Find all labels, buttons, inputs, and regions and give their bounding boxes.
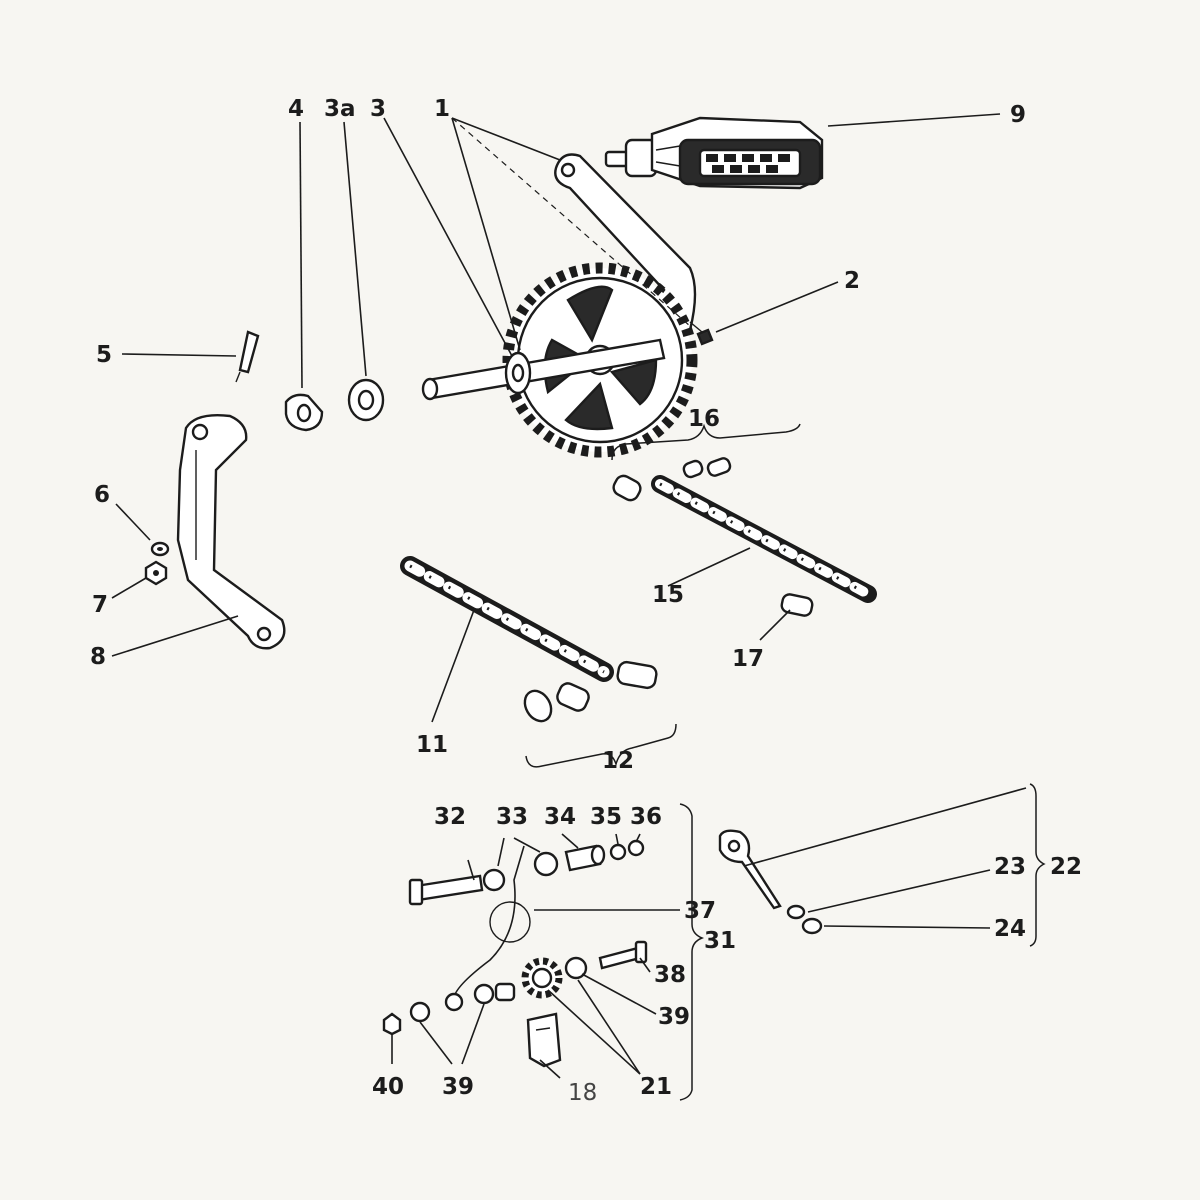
label-11: 11: [416, 732, 448, 758]
label-4: 4: [288, 96, 304, 122]
label-8: 8: [90, 644, 106, 670]
label-7: 7: [92, 592, 108, 618]
connecting-link: [780, 593, 814, 617]
label-18: 18: [568, 1080, 597, 1106]
tensioner-bolt: [408, 874, 484, 906]
label-12: 12: [602, 748, 634, 774]
label-39-left: 39: [442, 1074, 474, 1100]
washer: [150, 541, 170, 557]
label-2: 2: [844, 268, 860, 294]
label-3: 3: [370, 96, 386, 122]
bearing-cup: [347, 378, 385, 422]
tensioner-bracket: [526, 1012, 562, 1068]
tensioner-sprocket: [473, 956, 588, 1005]
bearing-cone: [284, 393, 324, 432]
cotter-pin: [689, 321, 714, 346]
label-22: 22: [1050, 854, 1082, 880]
label-37: 37: [684, 898, 716, 924]
tensioner-washers: [482, 851, 559, 892]
crank-cotter: [235, 330, 260, 383]
label-3a: 3a: [324, 96, 356, 122]
label-38: 38: [654, 962, 686, 988]
pedal: [604, 116, 824, 190]
label-23: 23: [994, 854, 1026, 880]
label-31: 31: [704, 928, 736, 954]
tensioner-spring: [444, 845, 531, 1012]
label-39-right: 39: [658, 1004, 690, 1030]
label-17: 17: [732, 646, 764, 672]
part-labels: 9 1 3 3a 4 2 5 16 6 7 15 8 17 11 12 32 3…: [90, 96, 1082, 1106]
label-34: 34: [544, 804, 576, 830]
nut: [144, 560, 168, 586]
leader-lines: [111, 113, 1027, 1079]
label-5: 5: [96, 342, 112, 368]
label-40: 40: [372, 1074, 404, 1100]
label-35: 35: [590, 804, 622, 830]
group-brackets: [525, 423, 1046, 1101]
label-15: 15: [652, 582, 684, 608]
tensioner-sleeve: [564, 844, 606, 872]
chain-link-parts: [523, 660, 658, 723]
master-link: [612, 457, 732, 502]
chain-15: [651, 475, 877, 603]
tensioner-washers-lower: [382, 1001, 431, 1036]
label-9: 9: [1010, 102, 1026, 128]
label-32: 32: [434, 804, 466, 830]
bottom-bracket-axle: [421, 338, 666, 401]
label-36: 36: [630, 804, 662, 830]
label-16: 16: [688, 406, 720, 432]
label-24: 24: [994, 916, 1026, 942]
left-crank: [176, 414, 286, 650]
label-21: 21: [640, 1074, 672, 1100]
tensioner-small-washer: [609, 839, 645, 861]
label-6: 6: [94, 482, 110, 508]
label-33: 33: [496, 804, 528, 830]
chain-adjuster: [718, 829, 823, 935]
tensioner-bolt-short: [598, 940, 648, 970]
chain-11: [400, 556, 614, 682]
label-1: 1: [434, 96, 450, 122]
